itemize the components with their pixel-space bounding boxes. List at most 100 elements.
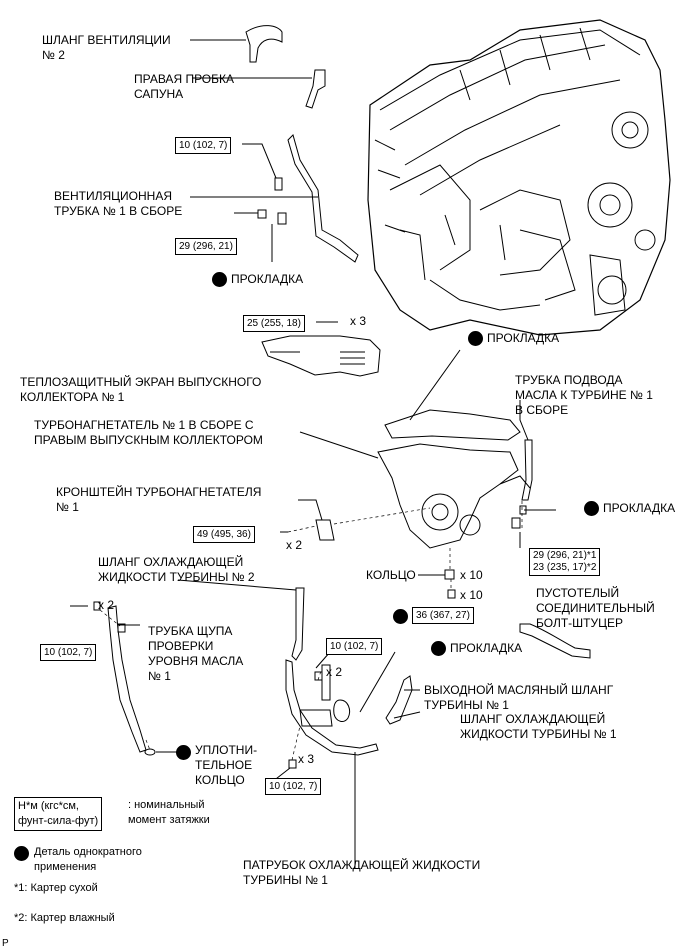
label-line: ПУСТОТЕЛЫЙ	[536, 586, 620, 600]
label-line: ТУРБИНЫ № 1	[424, 698, 509, 712]
label-line: ТРУБКА ЩУПА	[148, 624, 233, 638]
engine-illustration	[367, 19, 671, 336]
label-line: ПАТРУБОК ОХЛАЖДАЮЩЕЙ ЖИДКОСТИ	[243, 858, 481, 872]
nonreuse-marker	[468, 331, 483, 346]
label-gasket-4: ПРОКЛАДКА	[450, 641, 523, 655]
label-turbo-bracket: КРОНШТЕЙН ТУРБОНАГНЕТАТЕЛЯ № 1	[56, 485, 261, 515]
nonreuse-marker	[212, 272, 227, 287]
vent-hose-2	[245, 25, 283, 63]
label-turbo-assy: ТУРБОНАГНЕТАТЕЛЬ № 1 В СБОРЕ С ПРАВЫМ ВЫ…	[34, 418, 263, 448]
coolant-pipe	[285, 659, 379, 756]
nonreuse-marker	[393, 609, 408, 624]
torque-union: 29 (296, 21)*1 23 (235, 17)*2	[529, 548, 601, 576]
qty-shield: x 3	[350, 314, 367, 328]
legend-line: Деталь однократного	[34, 846, 142, 858]
qty-dipstick: x 2	[98, 598, 115, 612]
qty-bracket: x 2	[286, 538, 303, 552]
oil-inlet-pipe	[521, 439, 533, 501]
label-line: ШЛАНГ ОХЛАЖДАЮЩЕЙ	[98, 555, 244, 569]
legend-line: фунт-сила-фут)	[18, 815, 99, 827]
label-line: В СБОРЕ	[515, 403, 569, 417]
torque-union-wet: 23 (235, 17)*2	[533, 562, 597, 573]
legend-line: : номинальный	[128, 799, 205, 811]
label-line: ПРАВЫМ ВЫПУСКНЫМ КОЛЛЕКТОРОМ	[34, 433, 263, 447]
label-line: УПЛОТНИ-	[195, 743, 258, 757]
label-line: ШЛАНГ ВЕНТИЛЯЦИИ	[42, 33, 171, 47]
coolant-hose-1	[385, 675, 413, 725]
label-o-ring: УПЛОТНИ- ТЕЛЬНОЕ КОЛЬЦО	[195, 743, 257, 788]
turbo-assembly	[377, 443, 519, 549]
legend-nonreuse-dot	[14, 846, 29, 861]
label-gasket-2: ПРОКЛАДКА	[487, 331, 560, 345]
label-line: ШЛАНГ ОХЛАЖДАЮЩЕЙ	[460, 712, 606, 726]
label-line: ТРУБКА № 1 В СБОРЕ	[54, 204, 183, 218]
heat-shield	[261, 335, 381, 377]
torque-dipstick: 10 (102, 7)	[40, 644, 97, 661]
legend-note-2: *2: Картер влажный	[14, 912, 115, 924]
label-line: ВЫХОДНОЙ МАСЛЯНЫЙ ШЛАНГ	[424, 683, 614, 697]
label-coolant-pipe: ПАТРУБОК ОХЛАЖДАЮЩЕЙ ЖИДКОСТИ ТУРБИНЫ № …	[243, 858, 480, 888]
label-line: № 1	[56, 500, 79, 514]
dipstick-tube	[107, 605, 147, 753]
corner-mark: P	[2, 938, 9, 949]
coolant-hose-2	[291, 587, 305, 661]
torque-nut: 36 (367, 27)	[412, 607, 474, 624]
label-oil-outlet-hose: ВЫХОДНОЙ МАСЛЯНЫЙ ШЛАНГ ТУРБИНЫ № 1	[424, 683, 613, 713]
legend-torque-desc: : номинальный момент затяжки	[128, 798, 210, 828]
label-line: № 2	[42, 48, 65, 62]
legend-torque-box: Н*м (кгс*см, фунт-сила-фут)	[14, 797, 103, 831]
torque-bracket: 49 (495, 36)	[193, 526, 255, 543]
torque-union-dry: 29 (296, 21)*1	[533, 550, 597, 561]
label-dipstick-tube: ТРУБКА ЩУПА ПРОВЕРКИ УРОВНЯ МАСЛА № 1	[148, 624, 243, 684]
qty-ring: x 10	[460, 568, 483, 582]
label-line: № 1	[148, 669, 171, 683]
label-line: БОЛТ-ШТУЦЕР	[536, 616, 623, 630]
label-coolant-hose-2: ШЛАНГ ОХЛАЖДАЮЩЕЙ ЖИДКОСТИ ТУРБИНЫ № 2	[98, 555, 255, 585]
label-line: УРОВНЯ МАСЛА	[148, 654, 244, 668]
qty-nut: x 10	[460, 588, 483, 602]
label-line: САПУНА	[134, 87, 184, 101]
label-vent-hose-2: ШЛАНГ ВЕНТИЛЯЦИИ № 2	[42, 33, 171, 63]
legend-line: момент затяжки	[128, 814, 210, 826]
torque-shield: 25 (255, 18)	[243, 315, 305, 332]
label-heat-shield: ТЕПЛОЗАЩИТНЫЙ ЭКРАН ВЫПУСКНОГО КОЛЛЕКТОР…	[20, 375, 261, 405]
label-gasket-3: ПРОКЛАДКА	[603, 501, 676, 515]
torque-coolant-top: 10 (102, 7)	[326, 638, 383, 655]
qty-coolant-bottom: x 3	[298, 752, 315, 766]
label-vent-pipe-1: ВЕНТИЛЯЦИОННАЯ ТРУБКА № 1 В СБОРЕ	[54, 189, 182, 219]
label-line: КРОНШТЕЙН ТУРБОНАГНЕТАТЕЛЯ	[56, 485, 262, 499]
nonreuse-marker	[431, 641, 446, 656]
legend-nonreuse: Деталь однократного применения	[34, 845, 142, 875]
label-line: ПРОВЕРКИ	[148, 639, 214, 653]
label-line: ТЕПЛОЗАЩИТНЫЙ ЭКРАН ВЫПУСКНОГО	[20, 375, 262, 389]
label-breather-plug: ПРАВАЯ ПРОБКА САПУНА	[134, 72, 234, 102]
vent-pipe-1	[287, 134, 359, 263]
torque-coolant-bottom: 10 (102, 7)	[265, 778, 322, 795]
label-line: ТЕЛЬНОЕ	[195, 758, 253, 772]
label-coolant-hose-1: ШЛАНГ ОХЛАЖДАЮЩЕЙ ЖИДКОСТИ ТУРБИНЫ № 1	[460, 712, 617, 742]
manifold-gasket	[384, 409, 521, 441]
label-line: ЖИДКОСТИ ТУРБИНЫ № 2	[98, 570, 255, 584]
torque-vent-bolt: 10 (102, 7)	[175, 137, 232, 154]
nonreuse-marker	[584, 501, 599, 516]
legend-line: Н*м (кгс*см,	[18, 800, 79, 812]
label-line: МАСЛА К ТУРБИНЕ № 1	[515, 388, 653, 402]
label-union-bolt: ПУСТОТЕЛЫЙ СОЕДИНИТЕЛЬНЫЙ БОЛТ-ШТУЦЕР	[536, 586, 655, 631]
label-line: КОЛЛЕКТОРА № 1	[20, 390, 125, 404]
label-line: ТРУБКА ПОДВОДА	[515, 373, 623, 387]
legend-line: применения	[34, 861, 97, 873]
label-line: ТУРБОНАГНЕТАТЕЛЬ № 1 В СБОРЕ С	[34, 418, 254, 432]
nonreuse-marker	[176, 745, 191, 760]
label-line: КОЛЬЦО	[195, 773, 245, 787]
legend-note-1: *1: Картер сухой	[14, 882, 98, 894]
label-gasket-1: ПРОКЛАДКА	[231, 272, 304, 286]
label-line: СОЕДИНИТЕЛЬНЫЙ	[536, 601, 655, 615]
label-line: ТУРБИНЫ № 1	[243, 873, 328, 887]
label-line: ВЕНТИЛЯЦИОННАЯ	[54, 189, 173, 203]
turbo-bracket	[315, 519, 335, 541]
torque-vent-union: 29 (296, 21)	[175, 238, 237, 255]
label-line: ЖИДКОСТИ ТУРБИНЫ № 1	[460, 727, 617, 741]
breather-plug	[305, 69, 326, 109]
